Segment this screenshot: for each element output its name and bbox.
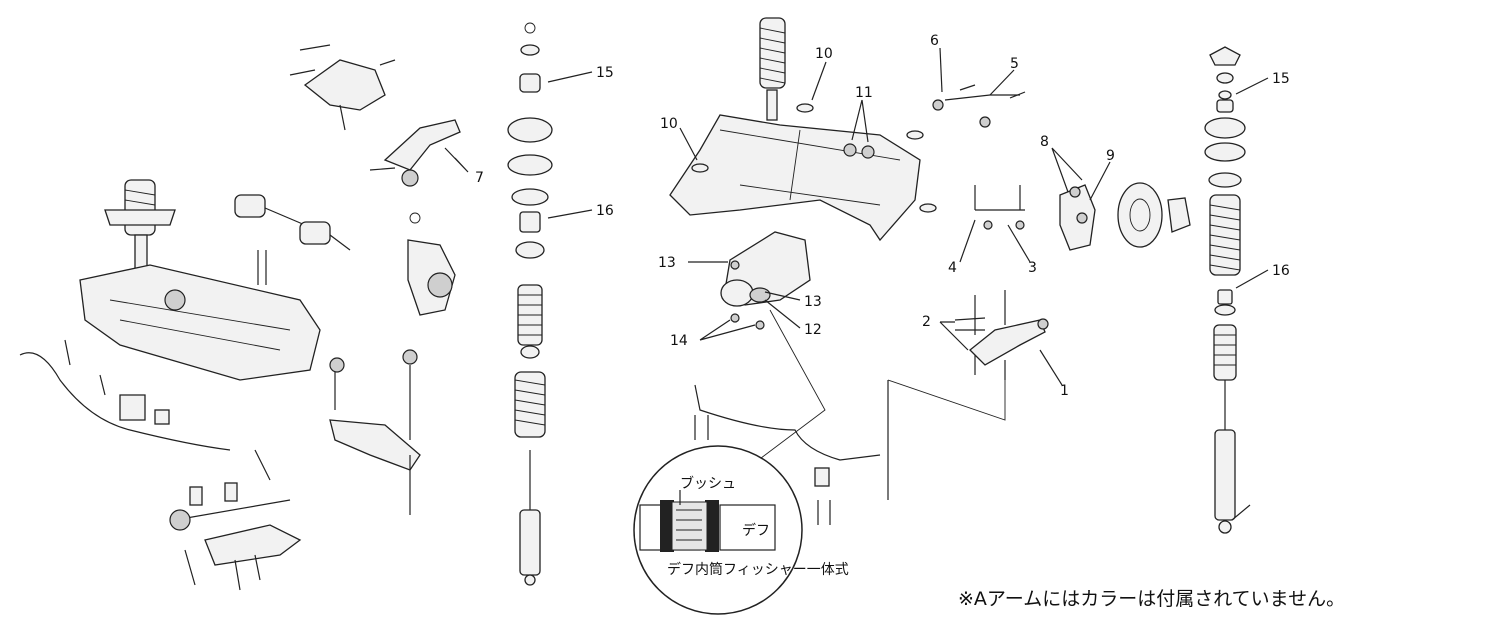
bush-detail-inset: ブッシュ デフ デフ内筒フィッシャー一体式 bbox=[633, 445, 849, 615]
callout-10-top: 10 bbox=[815, 46, 833, 62]
rear-differential bbox=[720, 231, 811, 330]
callout-16-rear: 16 bbox=[1272, 263, 1290, 279]
callout-12: 12 bbox=[804, 322, 822, 338]
callout-5: 5 bbox=[1010, 56, 1019, 72]
front-stabilizer bbox=[19, 339, 271, 481]
callout-4: 4 bbox=[948, 260, 957, 276]
callout-16-front: 16 bbox=[596, 203, 614, 219]
rear-subframe bbox=[669, 103, 937, 242]
callout-2: 2 bbox=[922, 314, 931, 330]
callout-14: 14 bbox=[670, 333, 688, 349]
callout-8: 8 bbox=[1040, 134, 1049, 150]
rear-upper-arm bbox=[932, 84, 1026, 128]
front-shock-column bbox=[507, 22, 553, 586]
callout-11: 11 bbox=[855, 85, 873, 101]
front-lower-arm bbox=[329, 349, 421, 515]
front-drive-shaft bbox=[234, 194, 351, 285]
callout-15-rear: 15 bbox=[1272, 71, 1290, 87]
callout-13-right: 13 bbox=[804, 294, 822, 310]
callout-15-front: 15 bbox=[596, 65, 614, 81]
bush-label: ブッシュ bbox=[680, 475, 736, 492]
callout-3: 3 bbox=[1028, 260, 1037, 276]
callout-9: 9 bbox=[1106, 148, 1115, 164]
rear-lower-a-arm bbox=[954, 290, 1049, 380]
callout-6: 6 bbox=[930, 33, 939, 49]
callout-7: 7 bbox=[475, 170, 484, 186]
rear-knuckle bbox=[1059, 184, 1096, 251]
callout-leaders bbox=[444, 47, 1269, 386]
callout-1: 1 bbox=[1060, 383, 1069, 399]
front-tension-rod bbox=[169, 482, 302, 591]
rear-link bbox=[974, 185, 1025, 230]
front-strut-assembly bbox=[104, 179, 176, 276]
callout-10-left: 10 bbox=[660, 116, 678, 132]
callout-13-left: 13 bbox=[658, 255, 676, 271]
note-text: ※Aアームにはカラーは付属されていません。 bbox=[958, 588, 1346, 610]
diff-label: デフ bbox=[742, 522, 770, 539]
front-subframe bbox=[79, 264, 321, 381]
front-upper-arm bbox=[369, 119, 461, 187]
rear-brake-hub bbox=[1117, 182, 1191, 248]
rear-shock-column bbox=[1204, 46, 1251, 534]
inset-caption: デフ内筒フィッシャー一体式 bbox=[667, 561, 849, 578]
rear-spring-strut bbox=[759, 17, 786, 121]
front-knuckle bbox=[407, 212, 456, 316]
arm-leader-line bbox=[887, 375, 1006, 421]
front-upper-arm-top bbox=[289, 44, 396, 131]
inset-leader-line bbox=[744, 309, 826, 471]
callout-numbers: 15 16 7 10 10 11 6 5 8 9 4 3 13 13 12 14… bbox=[475, 33, 1290, 399]
rear-stabilizer bbox=[694, 380, 889, 525]
